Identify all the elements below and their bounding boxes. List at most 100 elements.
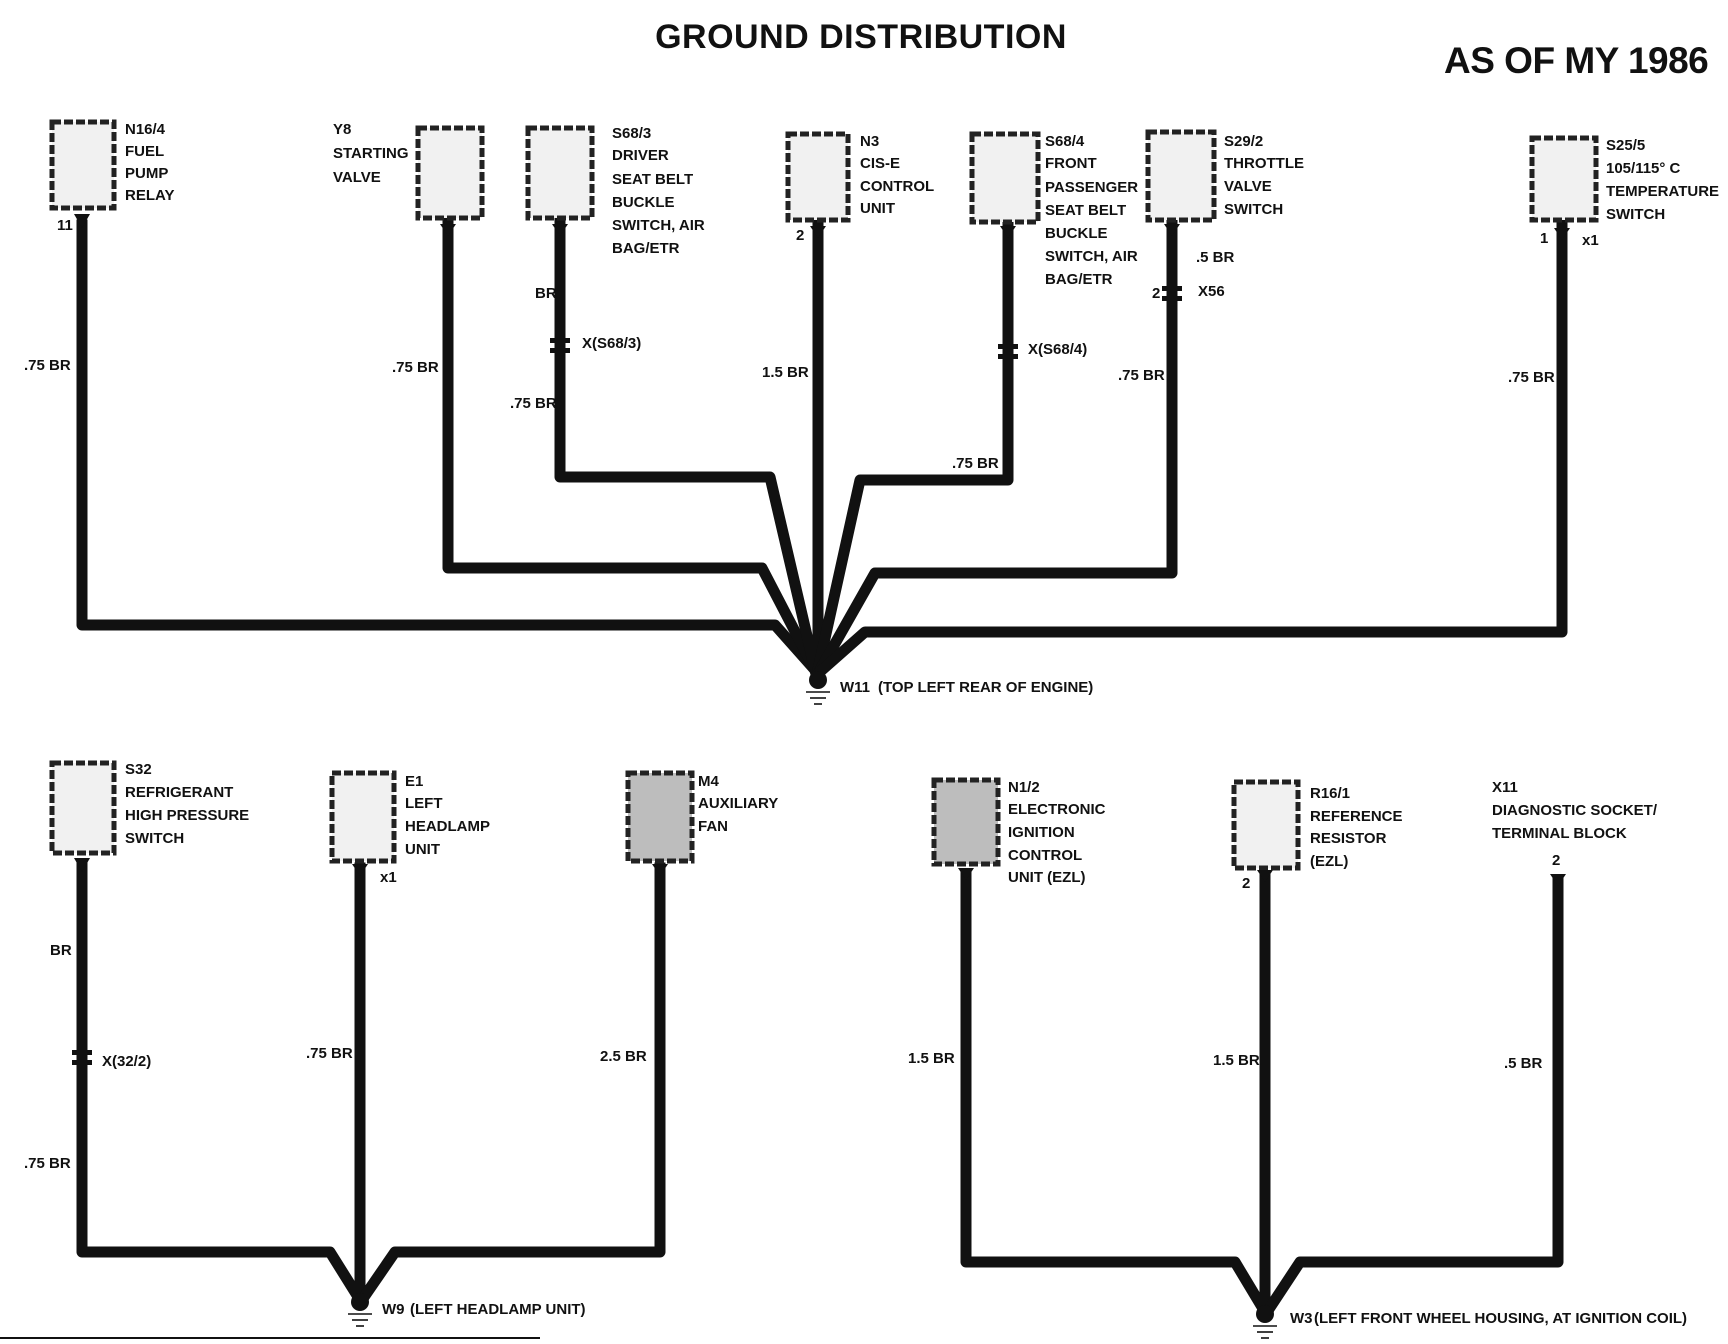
svg-text:REFRIGERANT: REFRIGERANT — [125, 784, 233, 801]
label-s32: S32 REFRIGERANT HIGH PRESSURE SWITCH BR … — [24, 761, 249, 1172]
component-s29-2-box — [1145, 129, 1217, 223]
svg-text:S32: S32 — [125, 761, 152, 778]
svg-text:x1: x1 — [380, 869, 397, 886]
svg-text:AUXILIARY: AUXILIARY — [698, 795, 778, 812]
label-e1: E1 LEFT HEADLAMP UNIT x1 .75 BR — [306, 773, 490, 1062]
svg-text:S25/5: S25/5 — [1606, 137, 1645, 154]
svg-text:R16/1: R16/1 — [1310, 785, 1350, 802]
svg-text:HIGH PRESSURE: HIGH PRESSURE — [125, 807, 249, 824]
svg-text:.75 BR: .75 BR — [24, 1155, 71, 1172]
wire-s32 — [76, 862, 368, 1308]
ground-symbol-w11 — [806, 671, 830, 705]
svg-text:CONTROL: CONTROL — [860, 178, 934, 195]
ground-symbol-w3 — [1253, 1305, 1277, 1339]
svg-text:X(S68/3): X(S68/3) — [582, 335, 641, 352]
wire-s25-5 — [814, 219, 1568, 678]
component-n3-box — [785, 131, 851, 223]
svg-text:DRIVER: DRIVER — [612, 147, 669, 164]
svg-text:(LEFT HEADLAMP UNIT): (LEFT HEADLAMP UNIT) — [410, 1301, 586, 1318]
svg-text:.5 BR: .5 BR — [1504, 1055, 1543, 1072]
svg-text:Y8: Y8 — [333, 121, 351, 138]
label-y8: Y8 STARTING VALVE .75 BR — [333, 121, 439, 376]
svg-text:W11: W11 — [840, 679, 870, 696]
svg-text:SEAT BELT: SEAT BELT — [612, 171, 693, 188]
svg-text:x1: x1 — [1582, 232, 1599, 249]
label-m4: M4 AUXILIARY FAN 2.5 BR — [600, 773, 778, 1065]
svg-text:1.5 BR: 1.5 BR — [762, 364, 809, 381]
wire-x11 — [1259, 874, 1564, 1320]
component-m4-box — [625, 770, 695, 864]
svg-text:2: 2 — [1152, 285, 1160, 302]
svg-text:SWITCH, AIR: SWITCH, AIR — [612, 217, 705, 234]
svg-text:X56: X56 — [1198, 283, 1225, 300]
svg-text:LEFT: LEFT — [405, 795, 443, 812]
pin-forks-bottom-right — [958, 868, 1566, 886]
svg-text:TERMINAL BLOCK: TERMINAL BLOCK — [1492, 825, 1627, 842]
svg-text:CONTROL: CONTROL — [1008, 847, 1082, 864]
svg-text:E1: E1 — [405, 773, 423, 790]
component-s32-box — [49, 760, 117, 856]
svg-text:BAG/ETR: BAG/ETR — [1045, 271, 1113, 288]
svg-text:X(32/2): X(32/2) — [102, 1053, 151, 1070]
svg-text:W9: W9 — [382, 1301, 405, 1318]
svg-text:REFERENCE: REFERENCE — [1310, 808, 1403, 825]
svg-text:.75 BR: .75 BR — [1508, 369, 1555, 386]
svg-text:ELECTRONIC: ELECTRONIC — [1008, 801, 1106, 818]
svg-text:UNIT (EZL): UNIT (EZL) — [1008, 869, 1085, 886]
svg-text:1.5 BR: 1.5 BR — [908, 1050, 955, 1067]
label-s68-3: S68/3 DRIVER SEAT BELT BUCKLE SWITCH, AI… — [510, 125, 705, 412]
svg-text:N1/2: N1/2 — [1008, 779, 1040, 796]
svg-text:PASSENGER: PASSENGER — [1045, 179, 1138, 196]
svg-text:BUCKLE: BUCKLE — [612, 194, 675, 211]
svg-text:BUCKLE: BUCKLE — [1045, 225, 1108, 242]
svg-text:2: 2 — [796, 227, 804, 244]
svg-text:(TOP LEFT REAR OF ENGINE): (TOP LEFT REAR OF ENGINE) — [878, 679, 1093, 696]
label-r16-1: R16/1 REFERENCE RESISTOR (EZL) 2 1.5 BR — [1213, 785, 1403, 1069]
svg-text:BR: BR — [535, 285, 557, 302]
pin-forks-top — [74, 214, 1570, 240]
component-s68-3-box — [525, 125, 595, 221]
wire-n16-4 — [76, 219, 823, 678]
svg-text:STARTING: STARTING — [333, 145, 409, 162]
svg-text:M4: M4 — [698, 773, 719, 790]
svg-text:S68/4: S68/4 — [1045, 133, 1085, 150]
diagram-title: GROUND DISTRIBUTION — [655, 18, 1067, 56]
label-n1-2: N1/2 ELECTRONIC IGNITION CONTROL UNIT (E… — [908, 779, 1106, 1067]
svg-text:2: 2 — [1552, 852, 1560, 869]
wire-s29-2 — [812, 216, 1178, 678]
label-n3: N3 CIS-E CONTROL UNIT 2 1.5 BR — [762, 133, 934, 381]
svg-text:FUEL: FUEL — [125, 143, 164, 160]
component-y8-box — [415, 125, 485, 221]
svg-text:SWITCH: SWITCH — [1606, 206, 1665, 223]
svg-text:IGNITION: IGNITION — [1008, 824, 1075, 841]
component-n1-2-box — [931, 777, 1001, 867]
svg-text:BAG/ETR: BAG/ETR — [612, 240, 680, 257]
label-x11: X11 DIAGNOSTIC SOCKET/ TERMINAL BLOCK 2 … — [1492, 779, 1658, 1072]
component-s68-4-box — [969, 131, 1041, 225]
svg-text:VALVE: VALVE — [333, 169, 381, 186]
label-s25-5: S25/5 105/115° C TEMPERATURE SWITCH 1 x1… — [1508, 137, 1719, 386]
component-s25-5-box — [1529, 135, 1599, 223]
svg-text:1.5 BR: 1.5 BR — [1213, 1052, 1260, 1069]
svg-text:UNIT: UNIT — [405, 841, 440, 858]
svg-text:N3: N3 — [860, 133, 879, 150]
label-w9: W9 (LEFT HEADLAMP UNIT) — [382, 1301, 586, 1318]
svg-text:SEAT BELT: SEAT BELT — [1045, 202, 1126, 219]
svg-text:.75 BR: .75 BR — [952, 455, 999, 472]
svg-text:.75 BR: .75 BR — [306, 1045, 353, 1062]
model-year-note: AS OF MY 1986 — [1444, 40, 1709, 81]
label-s68-4: S68/4 FRONT PASSENGER SEAT BELT BUCKLE S… — [952, 133, 1138, 472]
pin-forks-bottom-left — [72, 858, 668, 1065]
label-s29-2: S29/2 THROTTLE VALVE SWITCH .5 BR 2 X56 … — [1118, 133, 1304, 384]
svg-text:FAN: FAN — [698, 818, 728, 835]
svg-text:X(S68/4): X(S68/4) — [1028, 341, 1087, 358]
svg-text:RELAY: RELAY — [125, 187, 174, 204]
svg-text:W3: W3 — [1290, 1310, 1313, 1327]
svg-text:SWITCH, AIR: SWITCH, AIR — [1045, 248, 1138, 265]
svg-text:HEADLAMP: HEADLAMP — [405, 818, 490, 835]
wire-n1-2 — [960, 870, 1273, 1320]
svg-text:X11: X11 — [1492, 779, 1518, 796]
component-r16-1-box — [1231, 779, 1301, 871]
svg-text:DIAGNOSTIC SOCKET/: DIAGNOSTIC SOCKET/ — [1492, 802, 1658, 819]
